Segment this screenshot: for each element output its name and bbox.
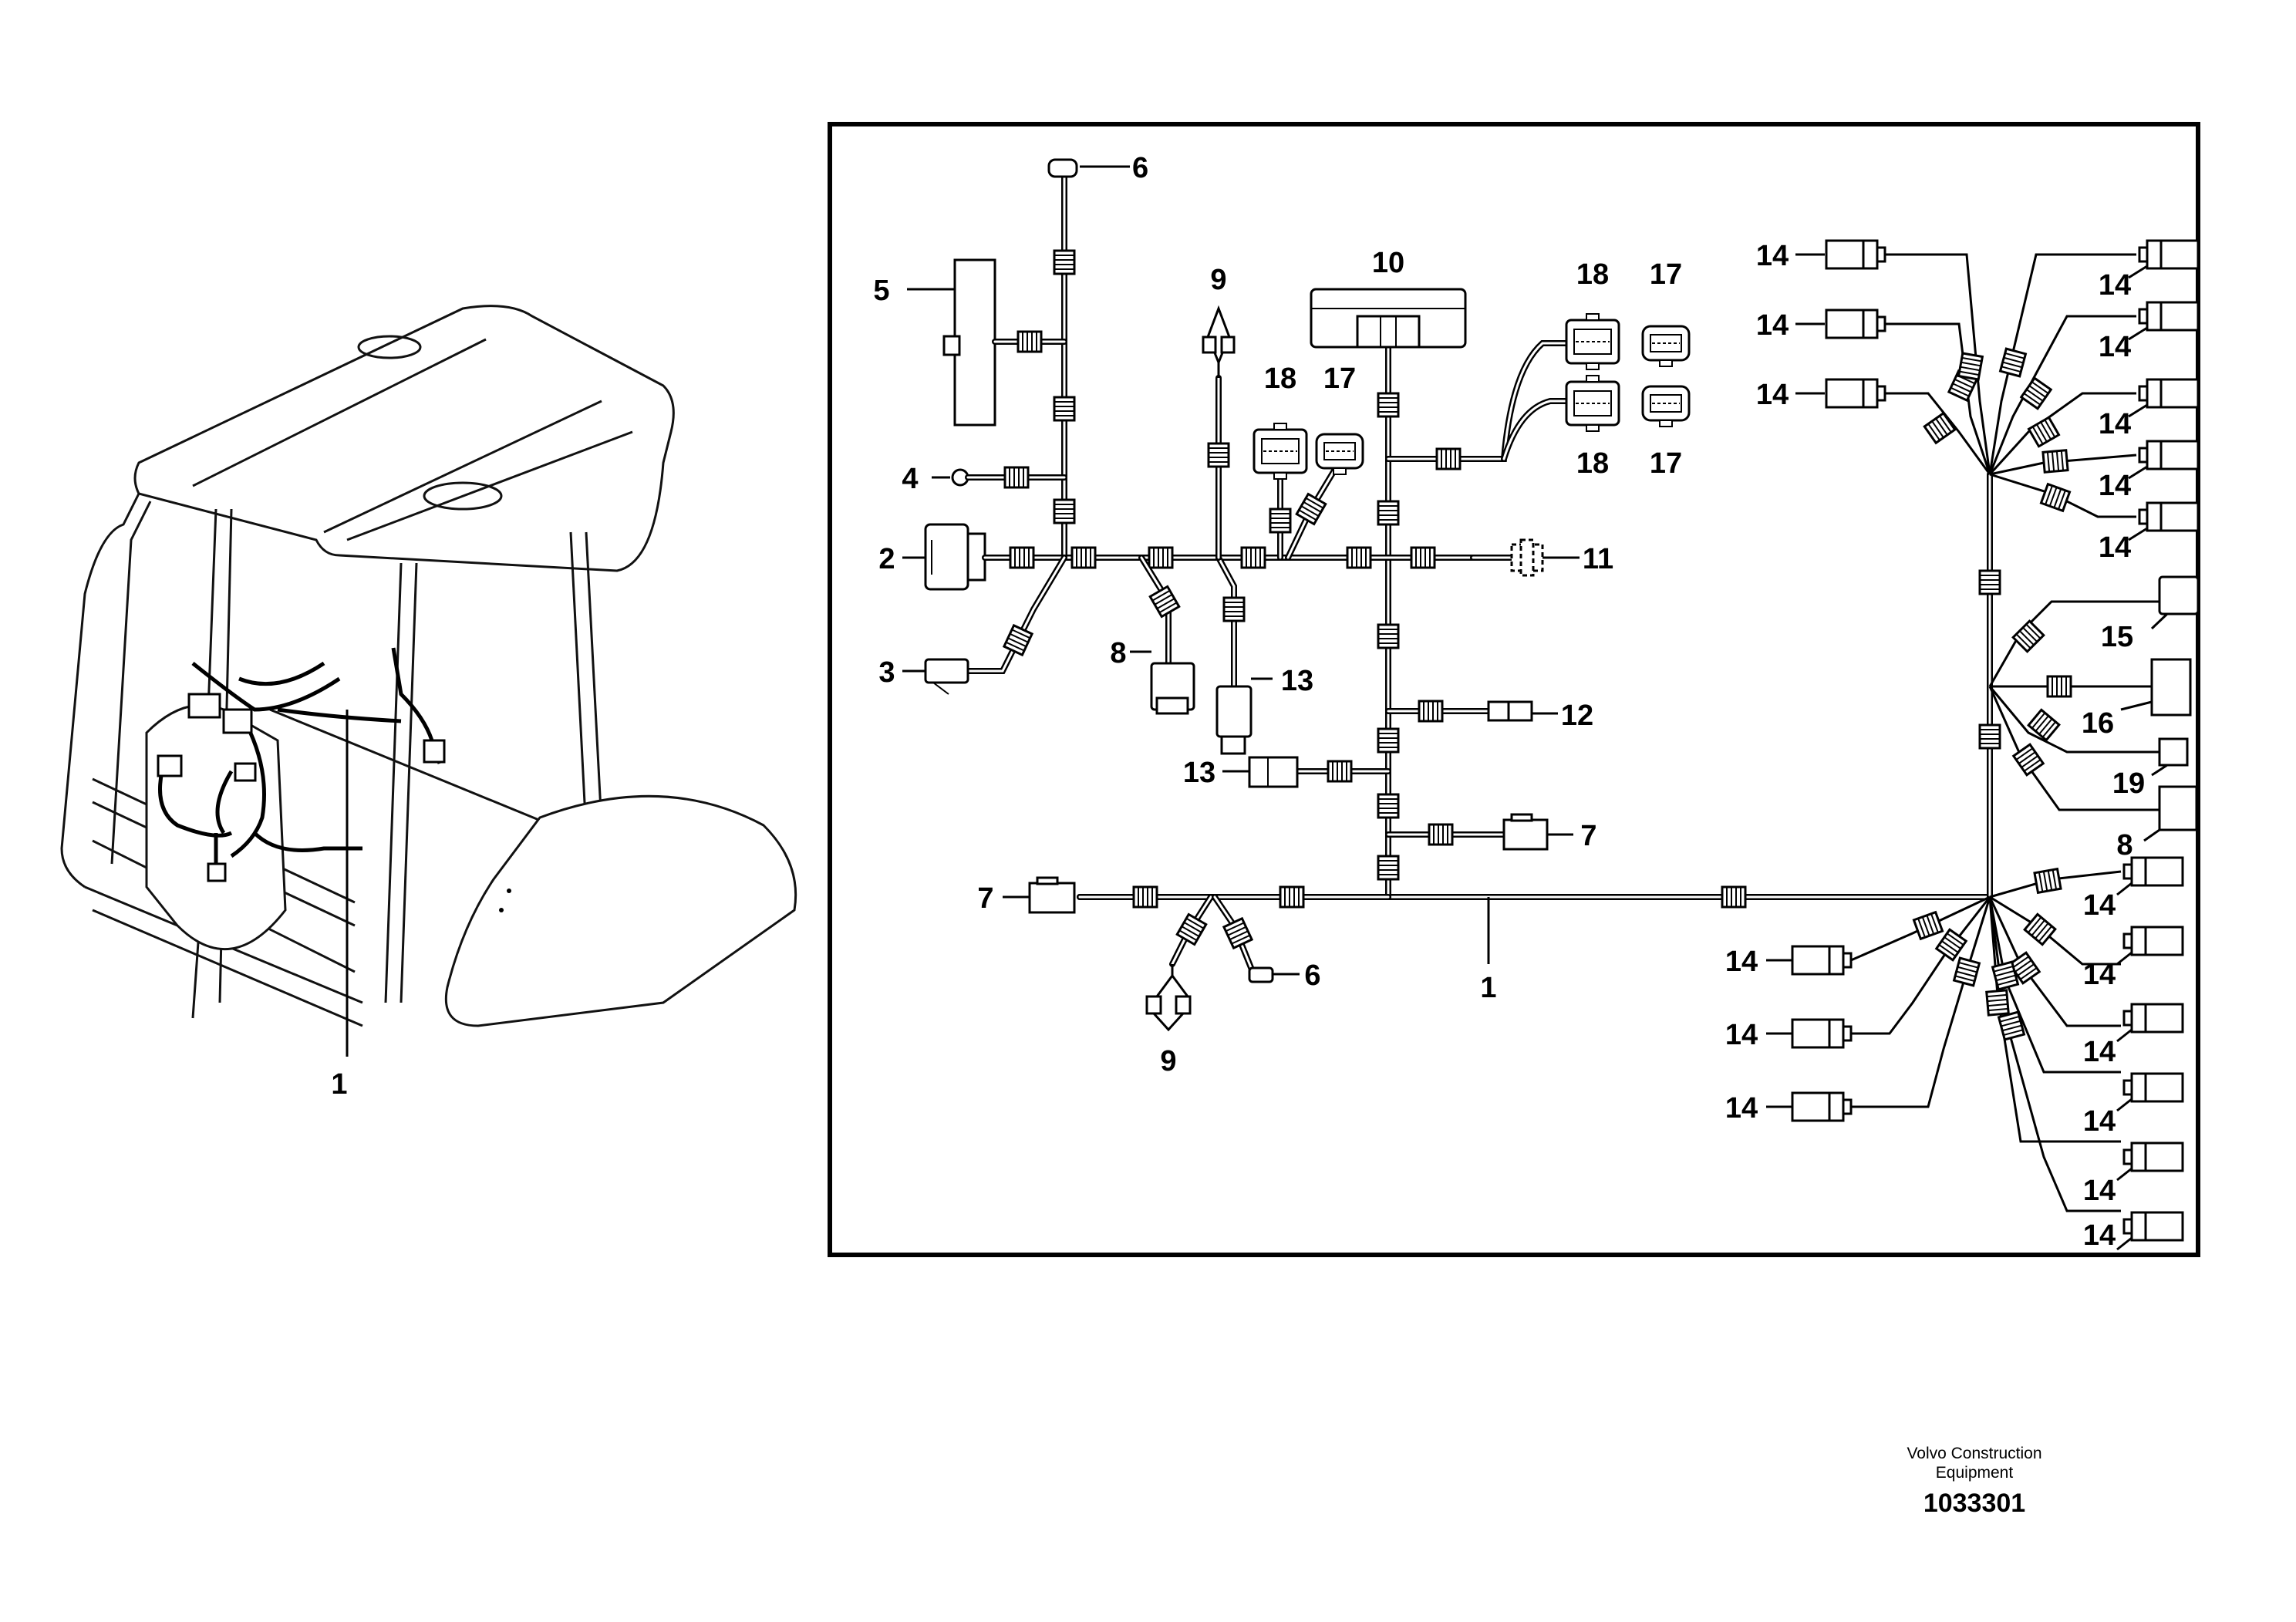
callout-14-a: 14	[1756, 240, 1789, 272]
callout-5: 5	[873, 275, 889, 307]
callout-6-bottom: 6	[1304, 959, 1320, 992]
callout-14-j: 14	[1725, 1019, 1758, 1051]
callout-8-right: 8	[2116, 829, 2132, 862]
callout-18-mid: 18	[1264, 363, 1296, 395]
callout-14-c: 14	[1756, 379, 1789, 411]
callout-14-p: 14	[2083, 1175, 2116, 1207]
callout-1-schematic: 1	[1480, 972, 1496, 1004]
drawing-number: 1033301	[1923, 1489, 2026, 1518]
callout-17-mid: 17	[1323, 363, 1356, 395]
cab-illustration: 1	[60, 305, 797, 1101]
callout-14-f: 14	[2099, 408, 2131, 440]
callout-15: 15	[2101, 621, 2133, 653]
callout-17-top: 17	[1650, 258, 1682, 291]
callout-14-o: 14	[2083, 1105, 2116, 1138]
callout-14-e: 14	[2099, 331, 2131, 363]
callout-7-right: 7	[1580, 820, 1596, 852]
callout-10: 10	[1372, 247, 1404, 279]
harness-schematic: 6 5 4 2	[873, 152, 2200, 1252]
callout-16: 16	[2082, 707, 2114, 740]
callout-14-b: 14	[1756, 309, 1789, 342]
callout-14-g: 14	[2099, 470, 2131, 502]
callout-11: 11	[1583, 543, 1613, 575]
callout-18-bottom: 18	[1576, 447, 1609, 480]
callout-9-bottom: 9	[1160, 1045, 1176, 1077]
callout-18-top: 18	[1576, 258, 1609, 291]
callout-17-bottom: 17	[1650, 447, 1682, 480]
callout-14-k: 14	[1725, 1092, 1758, 1125]
callout-7-left: 7	[977, 882, 993, 915]
callout-14-n: 14	[2083, 1036, 2116, 1068]
callout-14-d: 14	[2099, 269, 2131, 302]
callout-19: 19	[2112, 767, 2145, 800]
schematic-frame	[828, 122, 2200, 1257]
callout-9-top: 9	[1210, 264, 1226, 296]
cab-callout-label: 1	[331, 1068, 347, 1101]
callout-14-m: 14	[2083, 959, 2116, 991]
callout-14-i: 14	[1725, 946, 1758, 978]
callout-2: 2	[878, 543, 895, 575]
callout-3: 3	[878, 656, 895, 689]
callout-14-q: 14	[2083, 1219, 2116, 1252]
callout-14-l: 14	[2083, 889, 2116, 922]
company-name: Volvo Construction Equipment	[1907, 1445, 2042, 1482]
callout-14-h: 14	[2099, 531, 2131, 564]
callout-4: 4	[902, 463, 918, 495]
callout-6-top: 6	[1132, 152, 1148, 184]
callout-8-left: 8	[1110, 637, 1126, 669]
callout-13-center: 13	[1281, 665, 1313, 697]
callout-13-right: 13	[1183, 757, 1215, 789]
callout-12: 12	[1561, 700, 1593, 732]
